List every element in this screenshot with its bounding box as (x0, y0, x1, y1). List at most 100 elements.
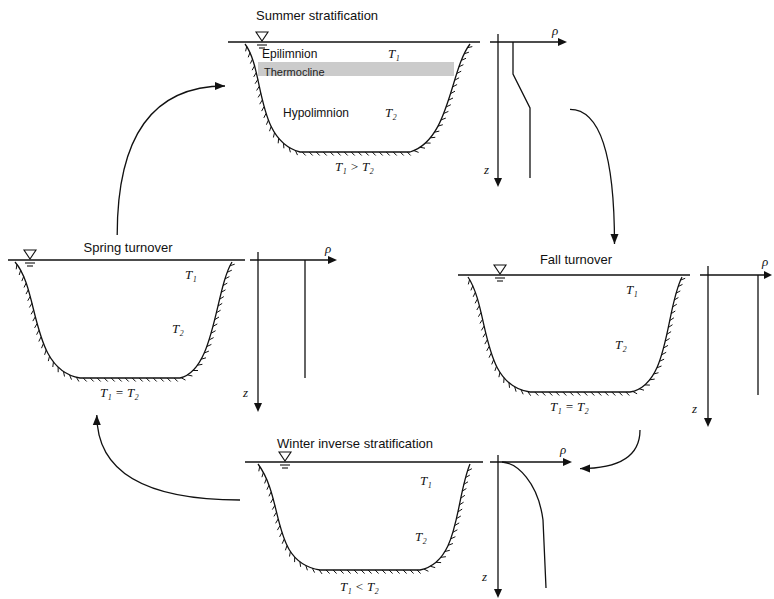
band-label: Thermocline (258, 65, 325, 79)
variable-label: T₁ = T₂ (550, 400, 589, 414)
arrowhead (611, 234, 619, 244)
water-level-line (25, 262, 35, 263)
water-level-line (257, 44, 267, 45)
hatch-mark (29, 303, 32, 307)
hatch-mark (198, 364, 203, 366)
hatch-mark (665, 339, 669, 342)
hatch-mark (271, 499, 274, 503)
stage-panel: Summer stratificationThermocline (225, 5, 570, 185)
hatch-mark (477, 306, 480, 310)
hatch-mark (209, 338, 213, 340)
axis-arrowhead (494, 178, 502, 187)
variable-label: T₁ = T₂ (100, 386, 139, 400)
hatch-mark (563, 392, 567, 396)
hatch-mark (584, 392, 588, 396)
hatch-mark (295, 151, 297, 156)
lake-basin (468, 277, 682, 392)
hatch-mark (657, 366, 662, 368)
hatch-mark (316, 152, 320, 156)
hatch-mark (673, 304, 677, 307)
hatch-mark (577, 392, 581, 396)
hatch-mark (299, 562, 301, 567)
hatch-mark (441, 118, 446, 120)
hatch-mark (289, 147, 290, 152)
density-axis (700, 274, 766, 275)
hatch-mark (459, 502, 463, 505)
hatch-mark (654, 373, 659, 374)
hatch-mark (111, 378, 115, 382)
hatch-mark (262, 107, 264, 111)
hatch-mark (104, 378, 108, 382)
hatch-mark (664, 345, 668, 348)
depth-axis (497, 34, 498, 180)
hatch-mark (556, 392, 560, 396)
depth-axis (257, 252, 258, 405)
hatch-mark (118, 378, 122, 382)
hatch-mark (481, 326, 484, 330)
hatch-mark (671, 311, 675, 314)
density-profile (757, 275, 758, 395)
hatch-mark (430, 137, 435, 139)
hatch-mark (250, 59, 252, 64)
hatch-mark (221, 290, 225, 293)
hatch-mark (330, 152, 334, 156)
hatch-mark (188, 375, 193, 376)
variable-label: T₁ > T₂ (335, 160, 374, 174)
variable-label: T₂ (172, 322, 184, 336)
hatch-mark (207, 344, 212, 346)
lake-basin (15, 262, 232, 378)
thermocline-band: Thermocline (258, 62, 454, 76)
hatch-mark (139, 378, 143, 382)
hatch-mark (542, 392, 546, 396)
hatch-mark (445, 550, 450, 551)
water-level-symbol (256, 32, 268, 48)
hatch-mark (257, 86, 260, 90)
hatch-mark (403, 570, 407, 574)
hatch-mark (266, 120, 268, 125)
hatch-mark (674, 298, 678, 301)
hatch-mark (400, 152, 404, 156)
hatch-mark (132, 378, 136, 382)
hatch-mark (280, 533, 282, 537)
hatch-mark (64, 372, 65, 377)
hatch-mark (37, 330, 39, 334)
hatch-mark (489, 353, 491, 358)
hatch-mark (269, 492, 271, 496)
hatch-mark (503, 378, 504, 383)
hatch-mark (201, 358, 206, 359)
variable-label: T₁ (626, 283, 638, 297)
hatch-mark (455, 78, 459, 80)
hatch-mark (333, 570, 337, 574)
hatch-mark (633, 391, 637, 393)
hatch-mark (216, 310, 220, 313)
hatch-mark (58, 367, 59, 372)
hatch-mark (272, 505, 275, 509)
hatch-mark (449, 98, 454, 100)
depth-axis (707, 266, 708, 420)
water-level-triangle (279, 452, 291, 461)
axis-arrowhead (558, 38, 567, 46)
hatch-mark (626, 392, 630, 396)
hatch-mark (33, 317, 36, 321)
hatch-mark (35, 324, 38, 328)
cycle-arrow (570, 109, 615, 244)
cycle-arrow-group (580, 430, 640, 473)
hatch-mark (495, 366, 497, 371)
hatch-mark (354, 570, 358, 574)
hatch-mark (485, 340, 488, 344)
hatch-mark (260, 100, 263, 104)
hatch-mark (521, 390, 523, 395)
hatch-mark (28, 297, 31, 301)
hatch-mark (499, 372, 500, 377)
water-level-line (27, 265, 33, 266)
hatch-mark (347, 570, 351, 574)
hatch-mark (276, 519, 279, 523)
stage-title: Winter inverse stratification (277, 436, 433, 451)
hatch-mark (282, 539, 284, 544)
hatch-mark (254, 73, 257, 77)
variable-label: ρ (560, 443, 566, 457)
hatch-mark (255, 80, 258, 84)
hatch-mark (22, 277, 24, 282)
hatch-mark (181, 378, 185, 380)
hatch-mark (211, 331, 215, 334)
